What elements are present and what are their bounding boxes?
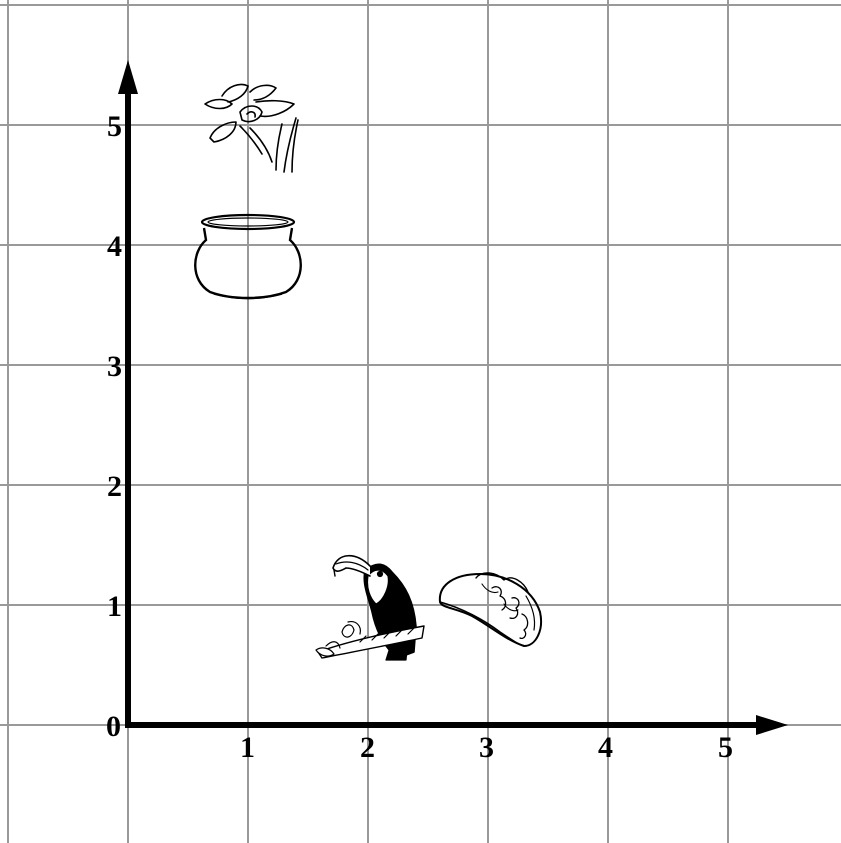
x-tick-label: 3 bbox=[479, 731, 494, 764]
daffodil-flower-icon bbox=[205, 84, 298, 172]
x-axis-arrow-icon bbox=[756, 715, 788, 735]
x-tick-label: 5 bbox=[718, 731, 733, 764]
y-tick-label: 3 bbox=[107, 350, 122, 383]
toucan-bird-icon bbox=[316, 556, 424, 660]
y-axis-arrow-icon bbox=[118, 60, 138, 94]
y-tick-label: 1 bbox=[107, 590, 122, 623]
x-tick-label: 4 bbox=[598, 731, 613, 764]
y-tick-label: 2 bbox=[107, 470, 122, 503]
x-tick-label: 2 bbox=[360, 731, 375, 764]
origin-label: 0 bbox=[106, 710, 121, 743]
y-tick-label: 4 bbox=[107, 230, 122, 263]
axes bbox=[118, 60, 788, 735]
taco-icon bbox=[440, 573, 541, 646]
y-tick-label: 5 bbox=[107, 110, 122, 143]
tick-labels: 1 2 3 4 5 5 4 3 2 1 0 bbox=[106, 110, 733, 764]
x-tick-label: 1 bbox=[240, 731, 255, 764]
